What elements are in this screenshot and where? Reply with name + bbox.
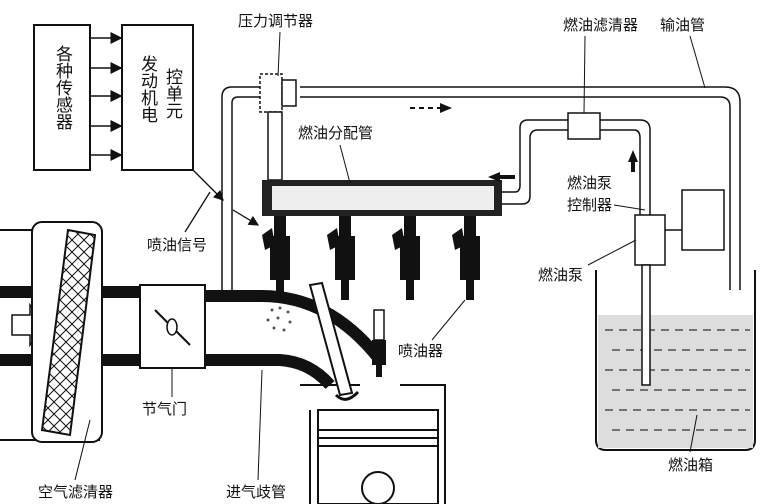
flow-arrow-return [410,103,452,113]
fuel-pump-label: 燃油泵 [538,266,583,284]
flow-arrow-up [628,150,638,172]
injection-signal-arrows [184,169,260,233]
fuel-rail-label: 燃油分配管 [298,124,373,142]
fuel-line-label: 输油管 [660,16,705,34]
sensor-signal-arrows [90,32,123,161]
injector-2 [327,216,355,300]
ecu-box: 发动机电 控单元 [121,24,194,171]
fuel-tank [595,264,756,451]
fuel-tank-label: 燃油箱 [668,456,713,474]
sensors-box: 各种传感器 [33,24,91,171]
fuel-rail [262,180,502,216]
fuel-spray [266,306,292,332]
flow-arrow-rail [488,172,515,182]
return-line [221,86,741,300]
injector-3 [392,216,420,300]
injectors [262,216,480,300]
fuel-filter [567,112,601,140]
air-filter [31,221,103,443]
fuel-filter-label: 燃油滤清器 [563,16,638,34]
injector-1 [262,216,290,300]
ecu-label-col2: 控单元 [162,68,183,119]
intake-manifold-label: 进气歧管 [226,483,286,501]
injector-label: 喷油器 [398,342,443,360]
pressure-regulator-label: 压力调节器 [238,12,313,30]
pump-controller [681,189,725,251]
supply-line [502,119,651,215]
throttle-body [139,284,206,369]
injector-4 [452,216,480,300]
sensors-label: 各种传感器 [52,45,73,130]
engine-cylinder [300,281,446,504]
pressure-regulator [259,73,297,181]
ecu-label-col1: 发动机电 [137,55,158,123]
fuel-pump [634,214,666,266]
throttle-label: 节气门 [142,400,187,418]
spark-plug [372,309,386,377]
air-filter-label: 空气滤清器 [38,483,113,501]
injection-signal-label: 喷油信号 [147,236,207,254]
pump-controller-label-1: 燃油泵 [567,174,612,192]
pump-controller-label-2: 控制器 [567,196,612,214]
